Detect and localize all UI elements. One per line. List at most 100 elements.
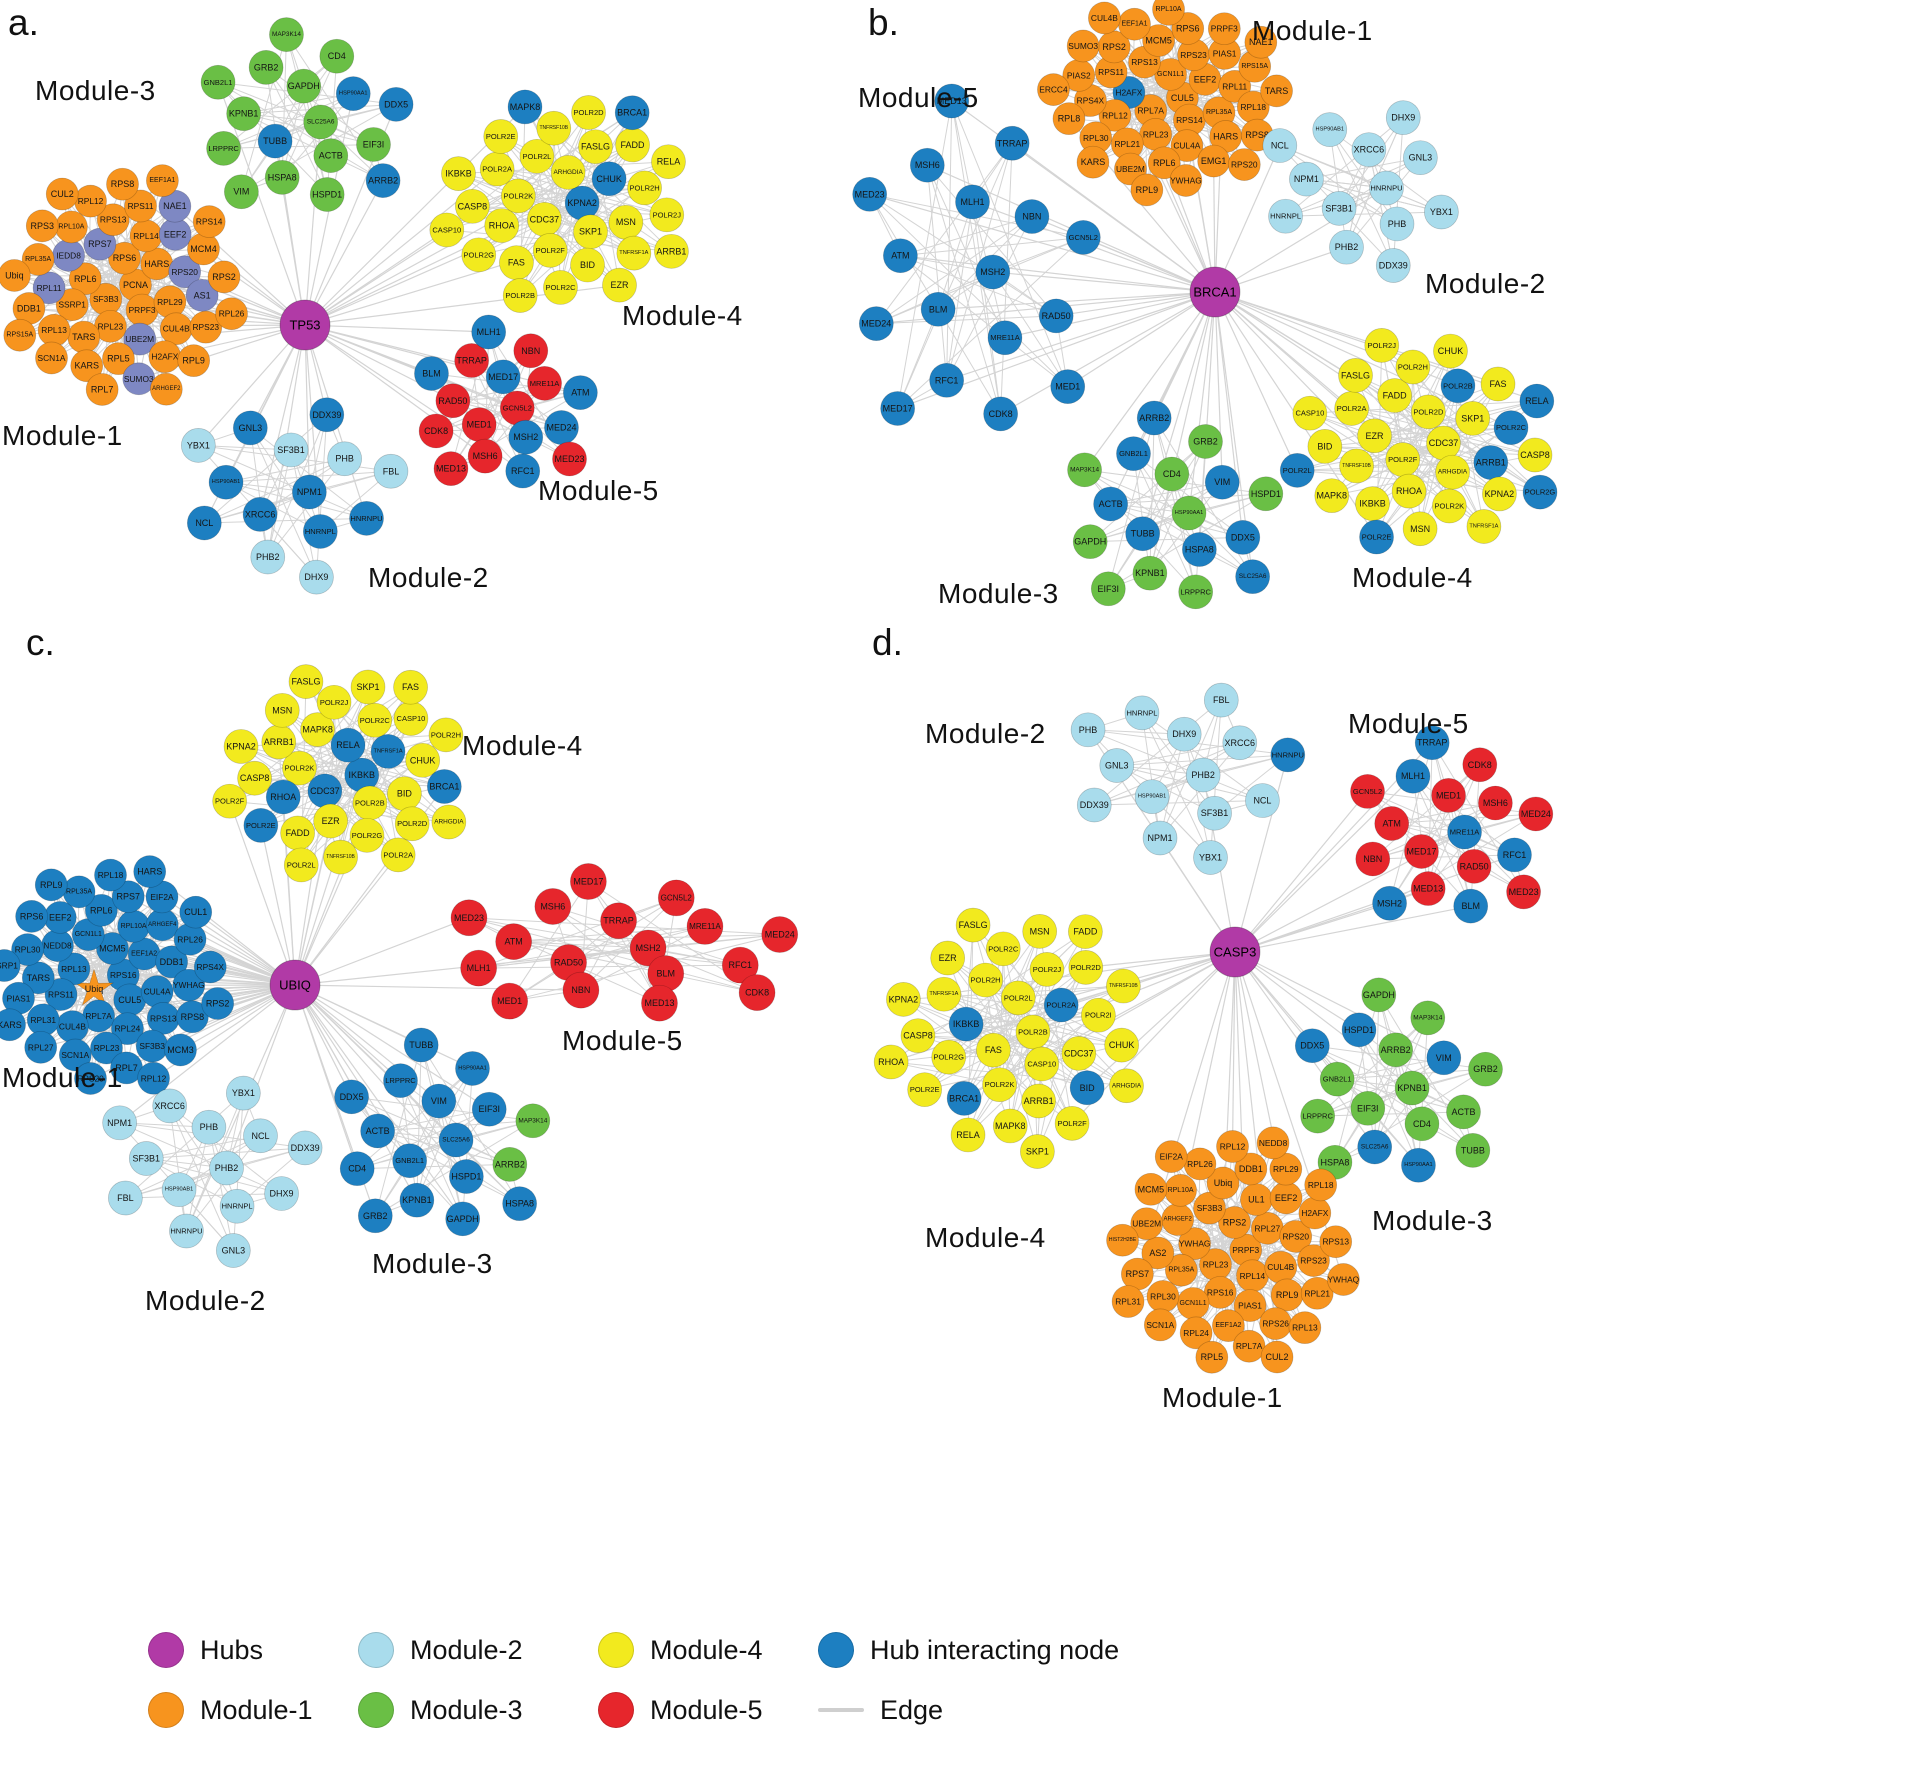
node-KPNB1[interactable]: KPNB1	[1394, 1070, 1430, 1106]
node-ARRB2[interactable]: ARRB2	[1378, 1032, 1414, 1068]
node-Ubiq[interactable]: Ubiq	[1206, 1166, 1240, 1200]
node-VIM[interactable]: VIM	[224, 174, 259, 210]
node-UBE2M[interactable]: UBE2M	[1130, 1207, 1164, 1241]
node-MCM5[interactable]: MCM5	[96, 932, 129, 965]
node-RPL31[interactable]: RPL31	[26, 1003, 60, 1037]
node-ATM[interactable]: ATM	[563, 375, 598, 410]
node-DDB1[interactable]: DDB1	[155, 945, 188, 979]
node-RPS8[interactable]: RPS8	[106, 167, 139, 201]
node-GCN5L2[interactable]: GCN5L2	[1350, 774, 1385, 809]
node-EIF3I[interactable]: EIF3I	[356, 127, 391, 162]
node-NPM1[interactable]: NPM1	[1289, 161, 1324, 197]
node-RPS8[interactable]: RPS8	[176, 1000, 209, 1034]
node-CHUK[interactable]: CHUK	[1104, 1027, 1139, 1063]
node-POLR2L[interactable]: POLR2L	[519, 138, 555, 174]
node-SF3B1[interactable]: SF3B1	[273, 432, 309, 468]
node-RPL6[interactable]: RPL6	[84, 893, 118, 927]
node-BLM[interactable]: BLM	[920, 291, 956, 327]
node-MAP3K14[interactable]: MAP3K14	[1067, 452, 1102, 488]
node-MED1[interactable]: MED1	[1431, 778, 1466, 813]
node-GCN5L2[interactable]: GCN5L2	[499, 390, 535, 426]
node-TUBB[interactable]: TUBB	[403, 1027, 439, 1063]
node-MSH6[interactable]: MSH6	[534, 888, 572, 925]
node-MSN[interactable]: MSN	[264, 692, 300, 728]
node-RAD50[interactable]: RAD50	[1456, 848, 1492, 884]
node-RPS2[interactable]: RPS2	[207, 260, 241, 294]
node-RPS2[interactable]: RPS2	[1097, 30, 1131, 64]
node-POLR2E[interactable]: POLR2E	[907, 1072, 943, 1108]
node-RPS4X[interactable]: RPS4X	[193, 950, 227, 984]
node-RPL21[interactable]: RPL21	[1300, 1276, 1334, 1310]
node-RPS26[interactable]: RPS26	[1259, 1307, 1292, 1340]
node-DHX9[interactable]: DHX9	[1385, 100, 1421, 136]
node-ARHGEF2[interactable]: ARHGEF2	[1161, 1203, 1195, 1236]
node-CASP8[interactable]: CASP8	[237, 760, 272, 796]
node-MED13[interactable]: MED13	[433, 451, 469, 486]
node-EEF1A2[interactable]: EEF1A2	[127, 937, 161, 971]
node-XRCC6[interactable]: XRCC6	[1222, 725, 1258, 761]
node-MSH6[interactable]: MSH6	[909, 147, 945, 183]
node-GCN5L2[interactable]: GCN5L2	[1065, 220, 1101, 255]
node-FAS[interactable]: FAS	[393, 669, 428, 705]
node-POLR2J[interactable]: POLR2J	[649, 197, 685, 233]
node-RPL23[interactable]: RPL23	[1139, 118, 1173, 151]
node-HSPD1[interactable]: HSPD1	[1248, 476, 1284, 512]
node-H2AFX[interactable]: H2AFX	[1298, 1196, 1332, 1230]
node-FAS[interactable]: FAS	[499, 245, 534, 281]
node-RPS20[interactable]: RPS20	[1227, 148, 1261, 181]
node-RPL13[interactable]: RPL13	[37, 313, 71, 347]
node-RPL24[interactable]: RPL24	[111, 1012, 144, 1046]
node-HNRNPL[interactable]: HNRNPL	[1124, 695, 1160, 731]
node-NBN[interactable]: NBN	[562, 971, 600, 1009]
node-RPL29[interactable]: RPL29	[1269, 1152, 1303, 1186]
node-POLR2F[interactable]: POLR2F	[212, 783, 247, 819]
node-GNB2L1[interactable]: GNB2L1	[1319, 1061, 1355, 1097]
node-POLR2G[interactable]: POLR2G	[1522, 474, 1558, 510]
node-FBL[interactable]: FBL	[373, 453, 409, 489]
node-EIF3I[interactable]: EIF3I	[471, 1091, 507, 1127]
node-HSP90AB1[interactable]: HSP90AB1	[1312, 112, 1348, 147]
node-NCL[interactable]: NCL	[243, 1118, 278, 1154]
node-KPNA2[interactable]: KPNA2	[1482, 476, 1517, 512]
node-RPL8[interactable]: RPL8	[1052, 102, 1086, 136]
node-DDX39[interactable]: DDX39	[1076, 787, 1112, 823]
node-TNFRSF1A[interactable]: TNFRSF1A	[616, 235, 652, 271]
node-ATM[interactable]: ATM	[495, 923, 533, 961]
node-HSPD1[interactable]: HSPD1	[1341, 1012, 1377, 1048]
node-BLM[interactable]: BLM	[414, 356, 449, 391]
node-CDK8[interactable]: CDK8	[738, 974, 776, 1011]
node-POLR2D[interactable]: POLR2D	[571, 95, 606, 130]
node-FAS[interactable]: FAS	[1480, 366, 1516, 402]
node-ARRB1[interactable]: ARRB1	[261, 724, 297, 760]
node-PHB[interactable]: PHB	[191, 1109, 227, 1145]
node-MED17[interactable]: MED17	[570, 863, 607, 900]
node-DDX39[interactable]: DDX39	[1375, 248, 1411, 283]
node-NAE1[interactable]: NAE1	[1244, 25, 1278, 59]
node-UL1[interactable]: UL1	[1240, 1183, 1273, 1216]
node-SLC25A6[interactable]: SLC25A6	[1235, 559, 1270, 595]
node-SF3B1[interactable]: SF3B1	[1197, 795, 1232, 831]
node-CASP10[interactable]: CASP10	[429, 212, 465, 248]
node-RPL7A[interactable]: RPL7A	[1134, 94, 1168, 127]
node-NBN[interactable]: NBN	[1355, 841, 1391, 877]
node-FBL[interactable]: FBL	[108, 1180, 143, 1216]
node-MED24[interactable]: MED24	[544, 410, 579, 445]
node-GNB2L1[interactable]: GNB2L1	[392, 1143, 428, 1179]
node-HSPD1[interactable]: HSPD1	[309, 177, 345, 212]
node-KARS[interactable]: KARS	[1076, 145, 1110, 179]
node-H2AFX[interactable]: H2AFX	[148, 340, 182, 374]
node-BID[interactable]: BID	[1069, 1070, 1105, 1106]
node-PHB[interactable]: PHB	[327, 441, 362, 477]
node-RPS20[interactable]: RPS20	[1279, 1220, 1313, 1253]
node-RPS23[interactable]: RPS23	[189, 310, 223, 344]
node-EEF2[interactable]: EEF2	[158, 217, 192, 251]
node-RELA[interactable]: RELA	[1519, 383, 1555, 419]
node-MRE11A[interactable]: MRE11A	[1447, 814, 1482, 850]
node-EZR[interactable]: EZR	[602, 267, 637, 303]
node-RPL9[interactable]: RPL9	[34, 868, 68, 902]
node-MED23[interactable]: MED23	[552, 441, 587, 477]
node-SLC25A6[interactable]: SLC25A6	[303, 104, 339, 140]
node-HNRNPL[interactable]: HNRNPL	[219, 1188, 255, 1224]
node-POLR2B[interactable]: POLR2B	[502, 278, 538, 313]
node-RPL9[interactable]: RPL9	[177, 344, 211, 378]
